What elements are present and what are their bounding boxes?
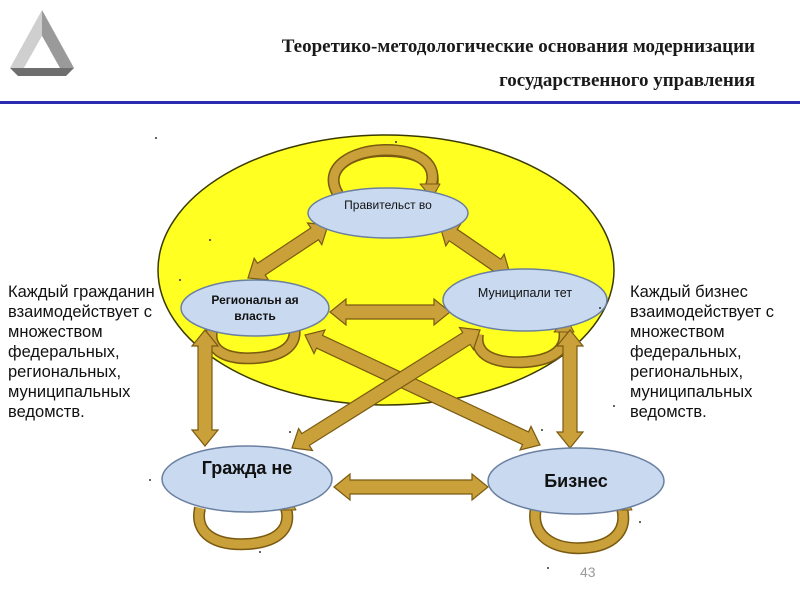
arrow-government-regional <box>247 222 329 281</box>
side-text-right: Каждый бизнес взаимодействует с множеств… <box>630 283 775 421</box>
label-citizens: Гражда не <box>201 458 293 478</box>
title-line-2: государственного управления <box>499 70 755 91</box>
node-regional <box>180 279 330 337</box>
impossible-triangle-logo-icon <box>10 10 74 76</box>
label-municipal: Муниципали тет <box>477 286 573 300</box>
government-sphere <box>157 134 615 406</box>
arrow-regional-citizens <box>190 329 220 447</box>
label-business: Бизнес <box>544 471 608 491</box>
arrow-citizens-business <box>333 472 489 502</box>
label-regional: Региональн ая власть <box>211 293 299 323</box>
title-line-1: Теоретико-методологические основания мод… <box>281 36 755 57</box>
node-citizens <box>161 445 333 513</box>
page-title: Теоретико-методологические основания мод… <box>95 30 755 98</box>
node-business <box>487 447 665 515</box>
node-municipal <box>442 268 608 332</box>
side-text-left: Каждый гражданин взаимодействует с множе… <box>8 283 155 421</box>
arrow-municipal-citizens <box>291 326 481 452</box>
header-divider <box>0 101 800 104</box>
label-government: Правительст во <box>344 198 432 212</box>
page-number: 43 <box>580 564 596 580</box>
arrow-regional-business <box>304 329 541 451</box>
decorative-dots <box>149 137 641 569</box>
node-government <box>307 187 469 239</box>
